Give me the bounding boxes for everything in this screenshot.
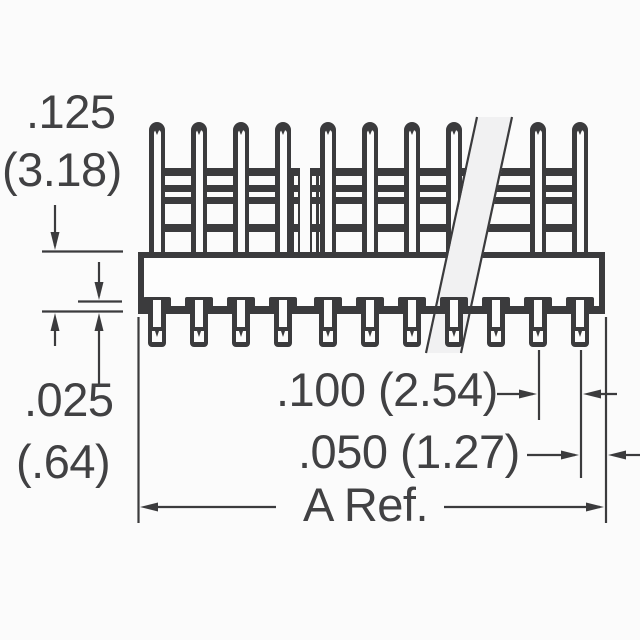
pin-tip-notch-icon [493, 331, 498, 337]
arrowhead [608, 450, 626, 460]
top-pin-core [451, 130, 458, 252]
dimension-label-standoff-in: .025 [24, 373, 114, 426]
bottom-pin-core [366, 300, 374, 327]
pin-tip-notch-icon [196, 128, 202, 135]
dimension-label-standoff-mm: (.64) [16, 435, 111, 488]
break-line-left [424, 116, 479, 354]
row-break-strip-core [294, 168, 298, 252]
pin-tip-notch-icon [280, 331, 285, 337]
arrowhead [94, 282, 104, 300]
bottom-pin-core [324, 300, 332, 327]
bottom-pin-core [576, 300, 584, 327]
break-band-fill [427, 117, 513, 353]
pin-tip-notch-icon [367, 128, 373, 135]
pin-tip-notch-icon [196, 331, 201, 337]
dimension-label-end-spacing: .050 (1.27) [298, 425, 520, 478]
bottom-pin-core [237, 300, 245, 327]
bottom-pin-core [153, 300, 161, 327]
arrowhead [561, 450, 579, 460]
pin-tip-notch-icon [451, 128, 457, 135]
pin-tip-notch-icon [154, 331, 159, 337]
dimension-label-overall-width: A Ref. [303, 478, 429, 531]
pin-tip-notch-icon [535, 128, 541, 135]
pin-tip-notch-icon [577, 331, 582, 337]
pin-tip-notch-icon [451, 331, 456, 337]
bottom-pin-core [195, 300, 203, 327]
pin-tip-notch-icon [535, 331, 540, 337]
top-pin-core [409, 130, 416, 252]
bottom-pin-core [492, 300, 500, 327]
top-pin-core [535, 130, 542, 252]
arrowhead [583, 389, 601, 399]
break-line-right [459, 116, 514, 354]
dimension-label-pitch: .100 (2.54) [276, 363, 498, 416]
row-break-gap [300, 160, 310, 252]
arrowhead [50, 232, 60, 250]
pin-tip-notch-icon [325, 331, 330, 337]
pin-tip-notch-icon [238, 128, 244, 135]
dimension-label-insulator-height-in: .125 [26, 85, 116, 138]
arrowhead [94, 313, 104, 331]
arrowhead [586, 502, 604, 512]
pin-tip-notch-icon [154, 128, 160, 135]
pin-tip-notch-icon [238, 331, 243, 337]
top-pin-core [280, 130, 287, 252]
arrowhead [519, 389, 537, 399]
pin-tip-notch-icon [367, 331, 372, 337]
top-pin-core [196, 130, 203, 252]
bottom-pin-core [408, 300, 416, 327]
dimension-label-insulator-height-mm: (3.18) [2, 143, 122, 196]
top-pin-core [154, 130, 161, 252]
pin-tip-notch-icon [409, 331, 414, 337]
top-pin-core [367, 130, 374, 252]
pin-tip-notch-icon [280, 128, 286, 135]
pin-tip-notch-icon [409, 128, 415, 135]
top-pin-core [238, 130, 245, 252]
top-pin-core [325, 130, 332, 252]
bottom-pin-core [534, 300, 542, 327]
arrowhead [50, 313, 60, 331]
top-pin-core [577, 130, 584, 252]
row-break-strip-core [312, 168, 316, 252]
pin-tip-notch-icon [577, 128, 583, 135]
pin-tip-notch-icon [325, 128, 331, 135]
bottom-pin-core [279, 300, 287, 327]
bottom-pin-core [450, 300, 458, 327]
arrowhead [140, 502, 158, 512]
